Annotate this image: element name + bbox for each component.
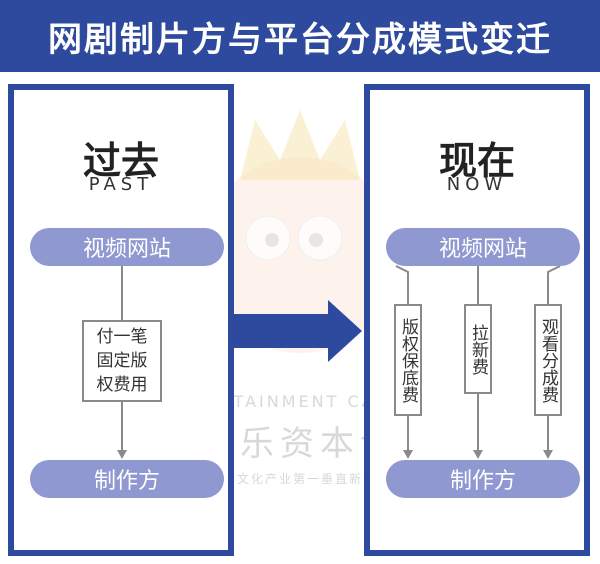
past-subheading: PAST [88, 174, 154, 195]
user-acquisition-fee-box: 拉新费 [464, 304, 492, 394]
past-panel: 过去 PAST 视频网站 付一笔固定版权费用 制作方 [8, 84, 234, 556]
page-title: 网剧制片方与平台分成模式变迁 [0, 0, 600, 72]
past-connectors [117, 266, 127, 459]
past-heading: 过去 [82, 139, 159, 183]
past-video-site-node: 视频网站 [30, 228, 224, 266]
now-producer-node: 制作方 [386, 460, 580, 498]
now-video-site-node: 视频网站 [386, 228, 580, 266]
past-producer-node: 制作方 [30, 460, 224, 498]
watermark-line3: 中国文化产业第一垂直新媒体 [208, 472, 391, 486]
now-subheading: NOW [446, 174, 508, 195]
copyright-guarantee-fee-box: 版权保底费 [394, 304, 422, 416]
transition-arrow [234, 300, 362, 362]
view-share-fee-box: 观看分成费 [534, 304, 562, 416]
now-heading: 现在 [438, 139, 515, 183]
now-panel: 现在 NOW 视频网站 版权保底费 拉新费 观看分成费 制作方 [364, 84, 590, 556]
mascot-logo [202, 110, 398, 353]
past-fixed-fee-box: 付一笔固定版权费用 [82, 320, 162, 402]
now-connectors [395, 265, 561, 459]
